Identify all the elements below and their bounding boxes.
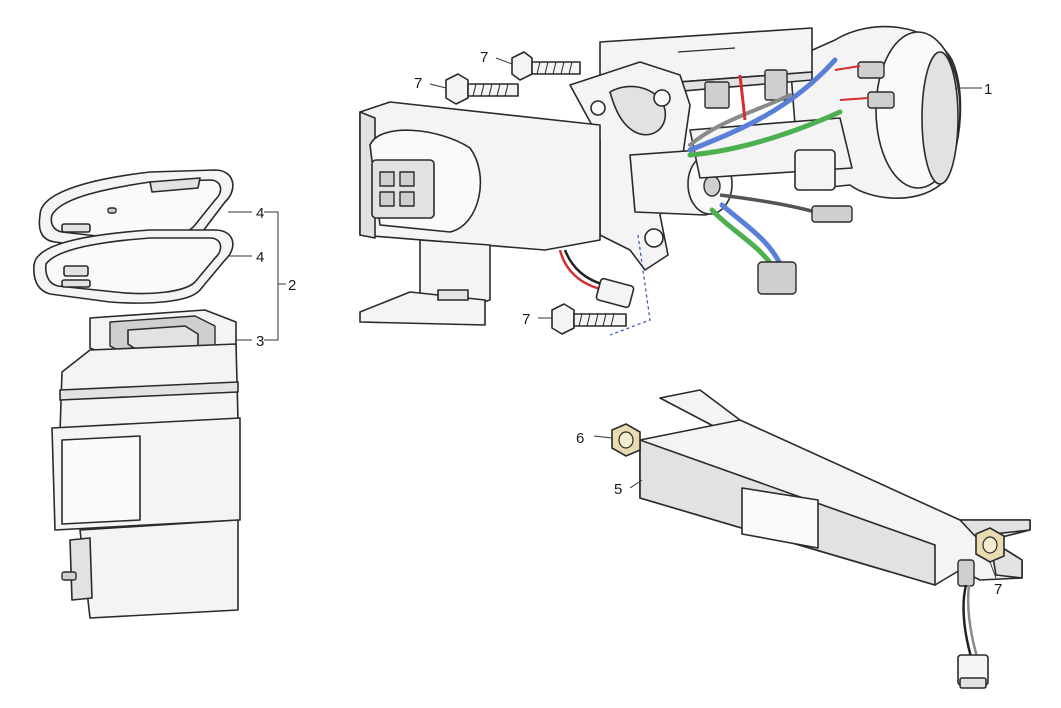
- key-fob-bottom: [33, 229, 234, 304]
- callout-7-middle: 7: [522, 311, 530, 328]
- nut: [611, 423, 641, 457]
- callout-7-top: 7: [480, 49, 488, 66]
- callout-7-bottom: 7: [994, 581, 1002, 598]
- bolt-second: [445, 73, 519, 105]
- callout-5: 5: [614, 481, 622, 498]
- callout-4-bottom: 4: [256, 249, 264, 266]
- mounting-bracket: [639, 389, 1031, 586]
- bolt-top: [511, 51, 581, 81]
- callout-4-top: 4: [256, 205, 264, 222]
- callout-3: 3: [256, 333, 264, 350]
- control-module: [359, 101, 635, 326]
- bolt-middle: [551, 303, 627, 335]
- callout-7-second: 7: [414, 75, 422, 92]
- callout-2: 2: [288, 277, 296, 294]
- bolt-bottom: [957, 527, 1005, 689]
- callout-6: 6: [576, 430, 584, 447]
- callout-1: 1: [984, 81, 992, 98]
- leader-lines: [228, 57, 997, 579]
- key-reader-housing: [51, 309, 241, 619]
- ignition-lock-assembly: [569, 25, 962, 295]
- hidden-line: [609, 234, 651, 336]
